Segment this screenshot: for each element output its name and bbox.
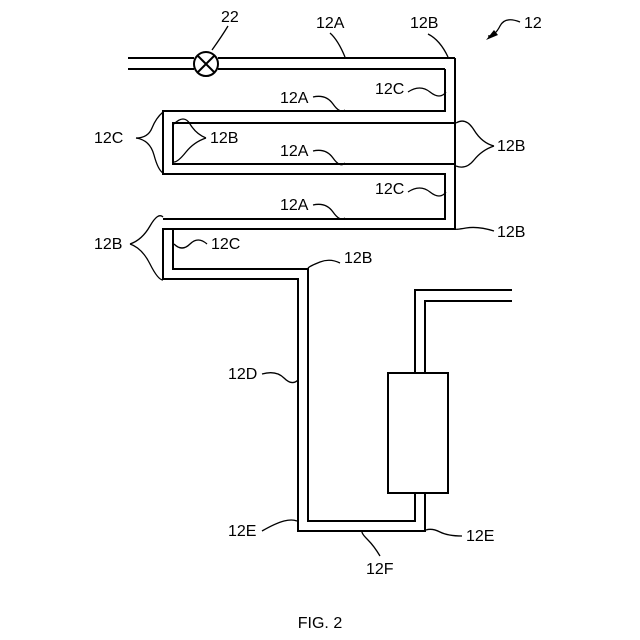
label-12B-down: 12B (344, 250, 372, 267)
label-12B-right: 12B (497, 138, 525, 155)
coil-row4 (173, 229, 415, 521)
outlet-pipe (415, 290, 512, 373)
label-12C-row4: 12C (211, 236, 240, 253)
label-12A-top: 12A (316, 15, 345, 32)
label-12C-left: 12C (94, 130, 123, 147)
label-12A-row2: 12A (280, 143, 309, 160)
inlet-pipe (128, 58, 455, 69)
label-12C-row1: 12C (375, 81, 404, 98)
label-12B-right2: 12B (497, 224, 525, 241)
label-12B-inner: 12B (210, 130, 238, 147)
label-main-ref: 12 (524, 15, 542, 32)
figure-caption: FIG. 2 (298, 615, 343, 632)
valve-label: 22 (221, 9, 239, 26)
leader-lines (130, 20, 520, 556)
valve-icon (194, 52, 218, 76)
component-box (388, 373, 448, 493)
label-12A-row3: 12A (280, 197, 309, 214)
label-12E-left: 12E (228, 523, 256, 540)
label-12C-row3: 12C (375, 181, 404, 198)
label-12E-right: 12E (466, 528, 494, 545)
label-12A-row1: 12A (280, 90, 309, 107)
label-12D: 12D (228, 366, 257, 383)
label-12B-top: 12B (410, 15, 438, 32)
label-12B-left: 12B (94, 236, 122, 253)
label-12F: 12F (366, 561, 394, 578)
